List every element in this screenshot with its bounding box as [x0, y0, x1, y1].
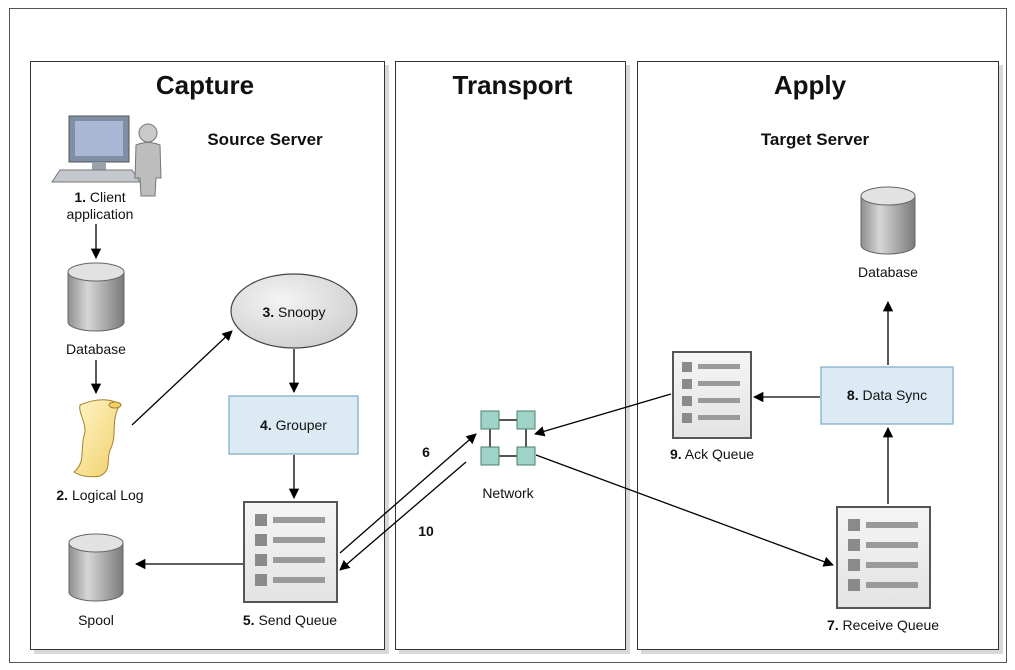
arrow-log-to-snoopy	[131, 330, 233, 426]
snoopy-label: 3. Snoopy	[244, 304, 344, 321]
spool-label: Spool	[78, 612, 114, 628]
network-icon	[480, 410, 536, 466]
receive-queue-num: 7.	[826, 617, 839, 633]
logical-log-text: Logical Log	[71, 487, 144, 503]
logical-log-num: 2.	[56, 487, 69, 503]
spool-database-icon	[68, 533, 124, 602]
send-queue-text: Send Queue	[258, 612, 338, 628]
source-database-icon	[67, 262, 125, 332]
data-sync-box	[820, 366, 954, 425]
target-database-label: Database	[858, 264, 918, 280]
receive-queue-text: Receive Queue	[842, 617, 940, 633]
snoopy-num: 3.	[262, 304, 275, 320]
snoopy-text: Snoopy	[278, 304, 326, 320]
send-queue-num: 5.	[242, 612, 255, 628]
arrow-network-to-receivequeue	[535, 454, 834, 567]
logical-log-scroll-icon	[73, 399, 122, 478]
ack-queue-text: Ack Queue	[684, 446, 755, 462]
grouper-text: Grouper	[275, 417, 327, 433]
ack-queue-label: 9. Ack Queue	[652, 446, 772, 463]
target-database-icon	[860, 186, 916, 255]
edge-label-6: 6	[422, 444, 430, 460]
computer-icon	[51, 115, 141, 183]
source-server-label: Source Server	[207, 130, 323, 149]
grouper-label: 4. Grouper	[229, 417, 358, 434]
data-sync-label: 8. Data Sync	[821, 387, 953, 404]
capture-title: Capture	[155, 70, 255, 100]
edge-label-10: 10	[418, 523, 434, 539]
network-label: Network	[482, 485, 534, 501]
transport-panel	[395, 61, 626, 650]
ack-queue-icon	[672, 351, 752, 439]
arrow-network-to-sendqueue	[339, 461, 467, 571]
user-icon	[134, 123, 162, 197]
receive-queue-label: 7. Receive Queue	[808, 617, 958, 634]
logical-log-label: 2. Logical Log	[40, 487, 160, 504]
apply-title: Apply	[773, 70, 847, 100]
client-num: 1.	[74, 189, 86, 205]
source-database-label: Database	[66, 341, 126, 357]
data-sync-num: 8.	[846, 387, 859, 403]
receive-queue-icon	[836, 506, 931, 609]
client-text2: application	[66, 206, 134, 222]
arrow-ackqueue-to-network	[534, 393, 672, 437]
ack-queue-num: 9.	[669, 446, 682, 462]
grouper-box	[228, 395, 359, 455]
data-sync-text: Data Sync	[862, 387, 928, 403]
client-text: Client	[89, 189, 126, 205]
target-server-label: Target Server	[760, 130, 870, 149]
send-queue-label: 5. Send Queue	[230, 612, 350, 629]
snoopy-ellipse	[230, 273, 358, 349]
transport-title: Transport	[452, 70, 573, 100]
client-label: 1. Client application	[55, 189, 145, 223]
arrow-sendqueue-to-network	[339, 433, 477, 554]
grouper-num: 4.	[260, 417, 272, 433]
send-queue-icon	[243, 501, 338, 603]
